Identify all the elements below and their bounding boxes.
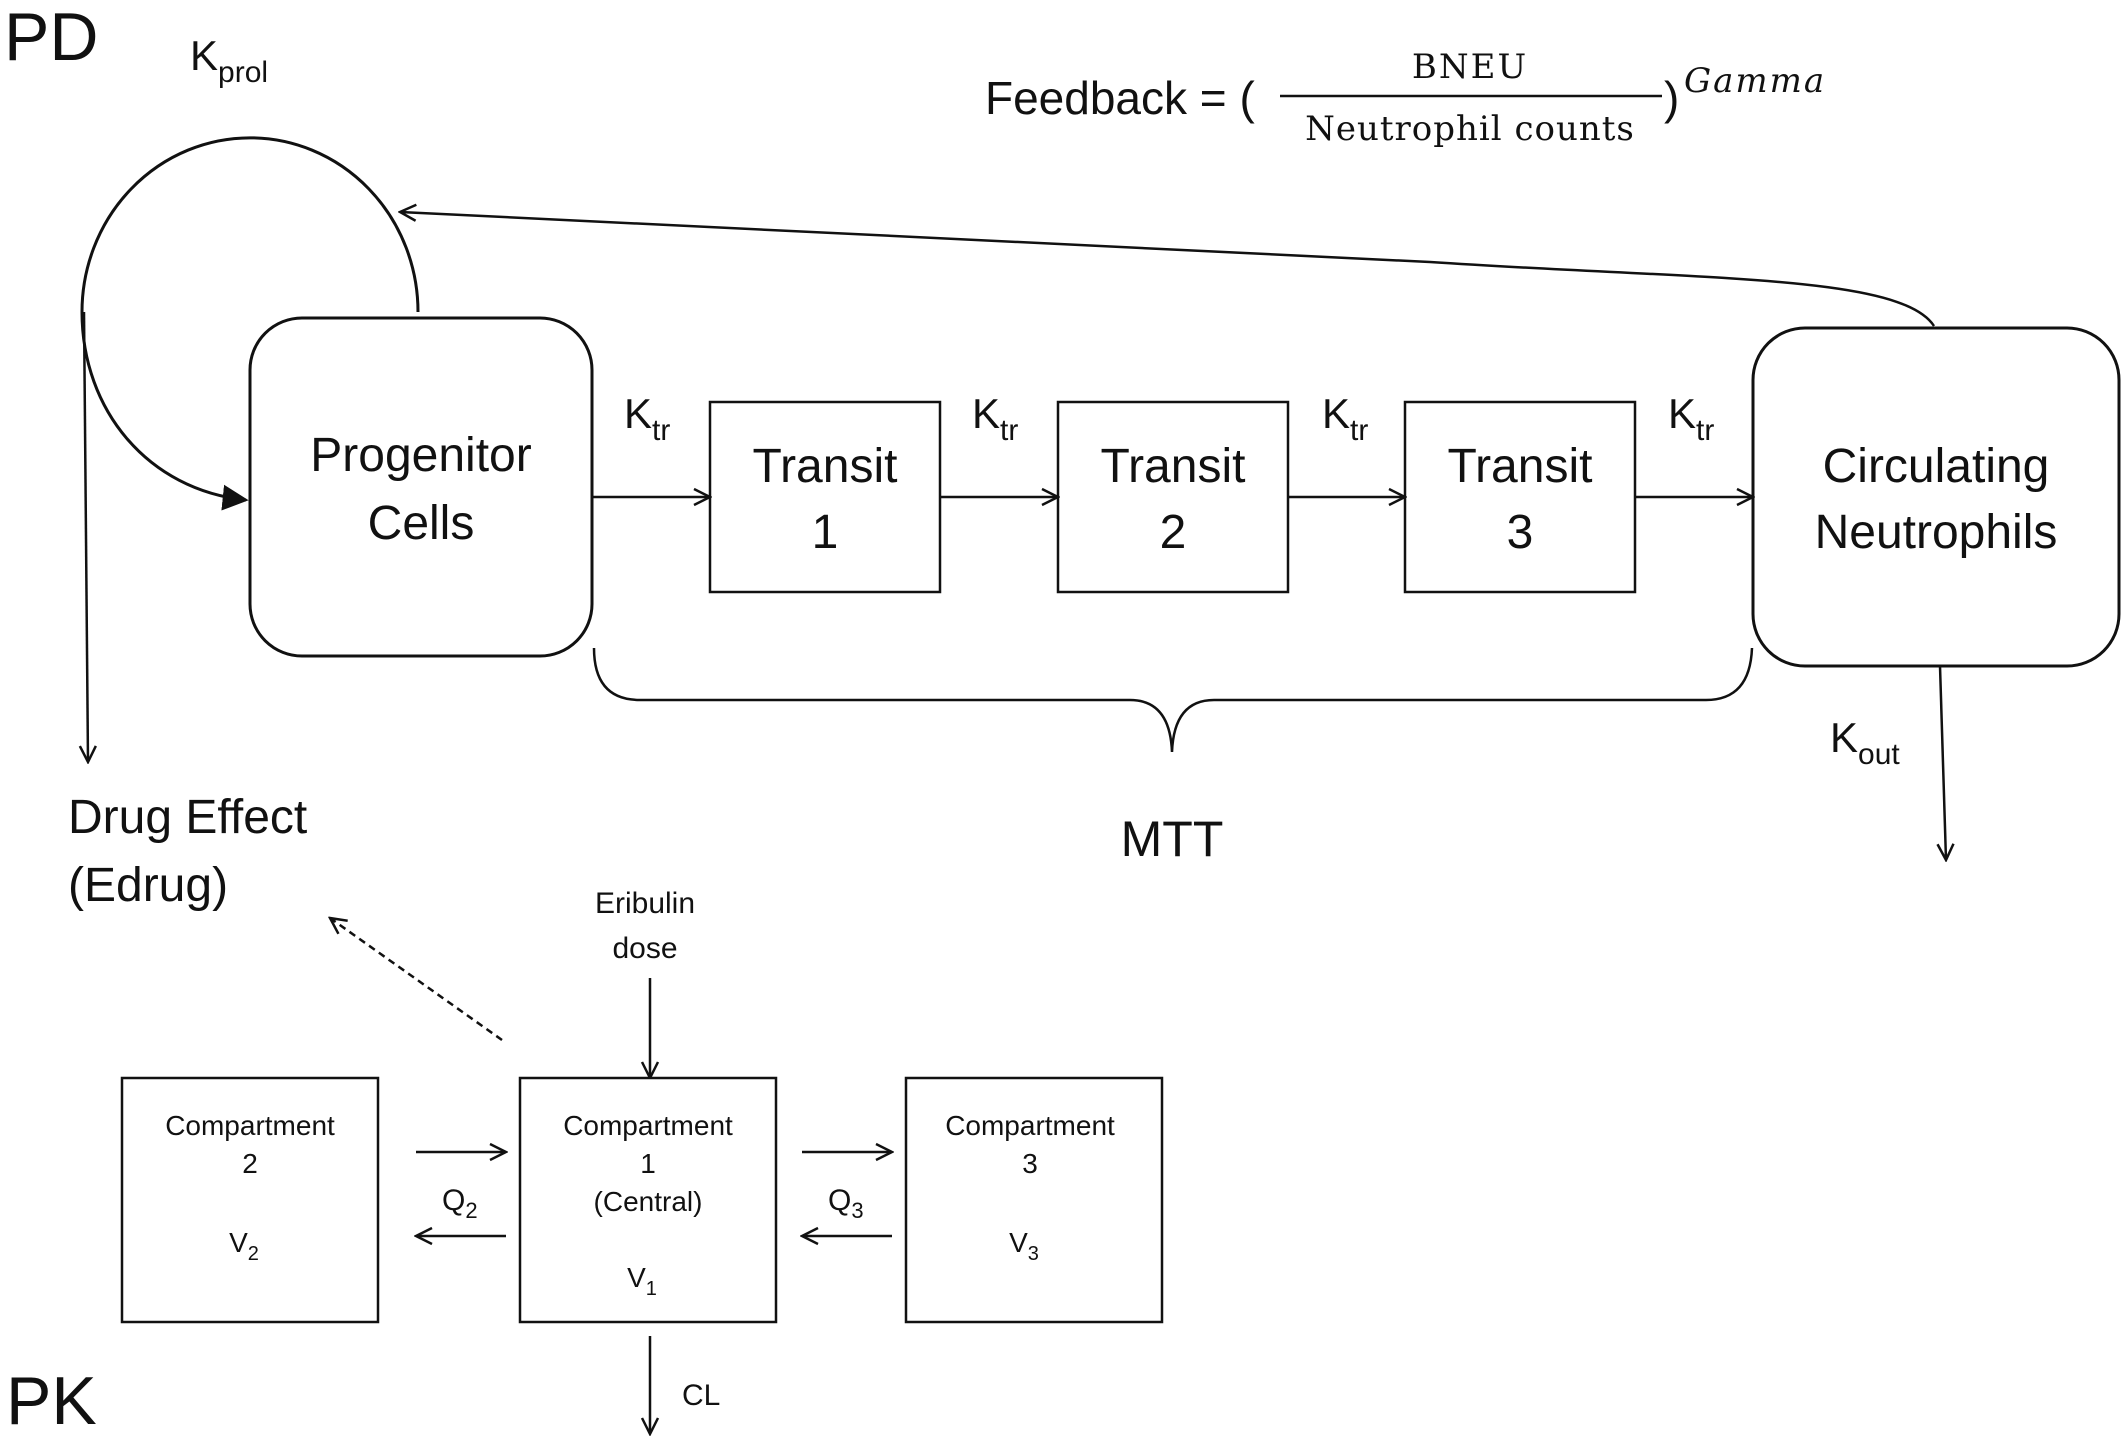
compartment-3-node: Compartment 3 V3 [904, 1076, 1164, 1324]
kprol-label: Kprol [190, 32, 268, 89]
dose-line-1: Eribulin [595, 887, 695, 920]
pk-section-label: PK [6, 1363, 97, 1439]
cl-label: CL [682, 1379, 720, 1412]
feedback-prefix: Feedback = ( [985, 72, 1255, 124]
transit-1-line-2: 1 [812, 506, 839, 559]
transit-1-box [708, 400, 942, 594]
feedback-suffix: ) [1664, 72, 1679, 124]
compartment-3-box [904, 1076, 1164, 1324]
compartment-3-volume: V3 [1009, 1227, 1039, 1265]
transit-2-line-2: 2 [1160, 506, 1187, 559]
drug-effect-line-2: (Edrug) [68, 859, 228, 912]
transit-2-line-1: Transit [1101, 440, 1246, 493]
circulating-neutrophils-node: Circulating Neutrophils [1751, 326, 2121, 668]
pd-section-label: PD [4, 0, 98, 75]
ktr-label-1: Ktr [624, 390, 670, 447]
transit-3-node: Transit 3 [1403, 400, 1637, 594]
progenitor-cells-box [248, 316, 594, 658]
transit-3-box [1403, 400, 1637, 594]
transit-3-line-2: 3 [1507, 506, 1534, 559]
circulating-neutrophils-line-2: Neutrophils [1815, 506, 2058, 559]
compartment-1-line-1: Compartment [563, 1110, 733, 1141]
feedback-formula: Feedback = ( BNEU Neutrophil counts ) Ga… [985, 47, 1826, 149]
q3-label: Q3 [828, 1184, 864, 1223]
compartment-2-box [120, 1076, 380, 1324]
compartment-2-line-1: Compartment [165, 1110, 335, 1141]
pk-to-drug-effect-arrow [330, 918, 503, 1042]
dose-line-2: dose [612, 932, 677, 965]
kout-arrow [1940, 665, 1946, 860]
transit-2-node: Transit 2 [1056, 400, 1290, 594]
feedback-arrow [400, 212, 1936, 327]
compartment-3-line-2: 3 [1022, 1148, 1038, 1179]
compartment-1-line-2: 1 [640, 1148, 656, 1179]
compartment-1-node: Compartment 1 (Central) V1 [518, 1076, 778, 1324]
feedback-numerator: BNEU [1412, 47, 1528, 87]
compartment-2-volume: V2 [229, 1227, 259, 1265]
compartment-2-node: Compartment 2 V2 [120, 1076, 380, 1324]
circulating-neutrophils-box [1751, 326, 2121, 668]
compartment-1-box [518, 1076, 778, 1324]
proliferation-loop-arrow [80, 136, 420, 511]
progenitor-cells-line-1: Progenitor [310, 429, 531, 482]
compartment-1-volume: V1 [627, 1262, 657, 1300]
drug-effect-line-1: Drug Effect [68, 791, 307, 844]
progenitor-cells-node: Progenitor Cells [248, 316, 594, 658]
compartment-3-line-1: Compartment [945, 1110, 1115, 1141]
circulating-neutrophils-line-1: Circulating [1823, 440, 2050, 493]
mtt-label: MTT [1121, 811, 1224, 867]
drug-effect-arrow [84, 311, 88, 762]
transit-2-box [1056, 400, 1290, 594]
kout-label: Kout [1830, 714, 1900, 771]
transit-1-line-1: Transit [753, 440, 898, 493]
transit-1-node: Transit 1 [708, 400, 942, 594]
ktr-label-4: Ktr [1668, 390, 1714, 447]
transit-3-line-1: Transit [1448, 440, 1593, 493]
progenitor-cells-line-2: Cells [368, 497, 475, 550]
q2-label: Q2 [442, 1184, 478, 1223]
feedback-denominator: Neutrophil counts [1305, 109, 1635, 149]
mtt-brace [592, 647, 1754, 753]
compartment-1-line-3: (Central) [594, 1186, 703, 1217]
feedback-exponent: Gamma [1684, 61, 1826, 101]
ktr-label-2: Ktr [972, 390, 1018, 447]
compartment-2-line-2: 2 [242, 1148, 258, 1179]
ktr-label-3: Ktr [1322, 390, 1368, 447]
